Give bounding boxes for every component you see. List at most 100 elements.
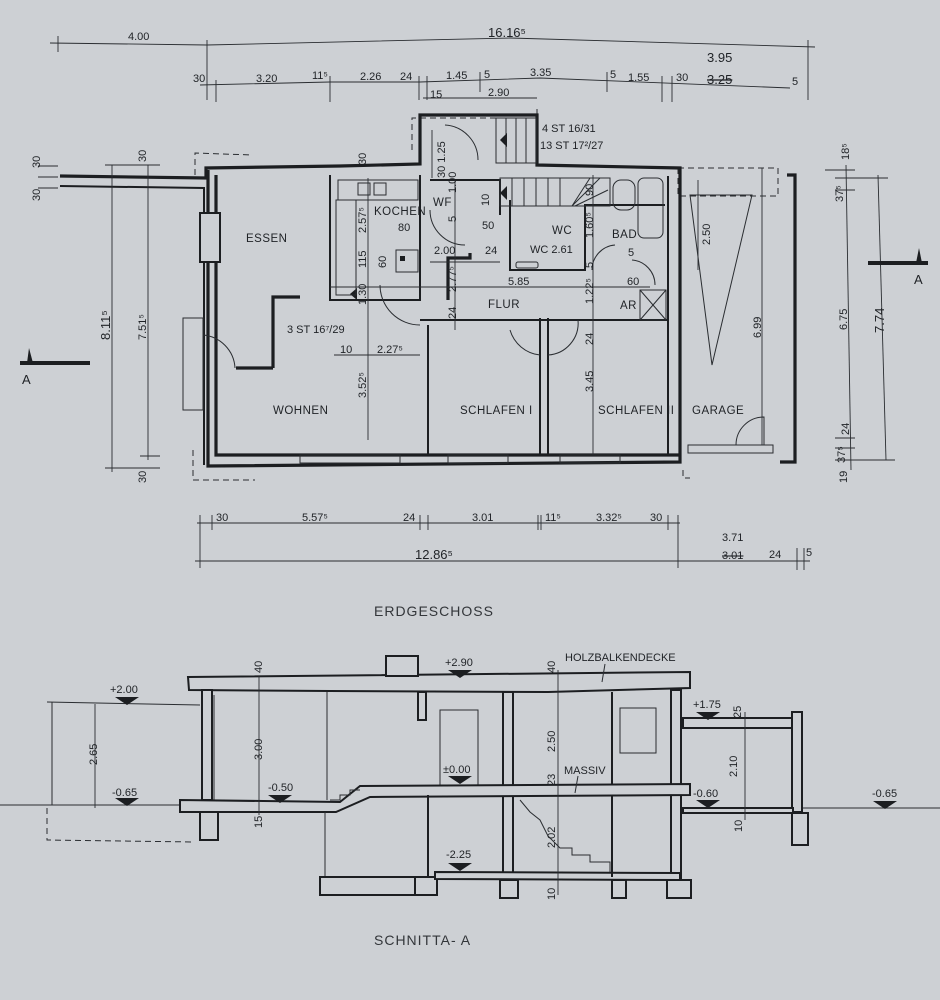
room-labels: ESSEN WOHNEN KOCHEN WF WC BAD FLUR AR SC… — [246, 197, 744, 417]
dim-text: 40 — [546, 661, 558, 673]
dim-text: 3.45 — [584, 371, 596, 392]
dim-text: 2.50 — [546, 731, 558, 752]
section-marker-right: A — [868, 248, 928, 287]
dim-text: 37⁵ — [836, 446, 848, 463]
dim-text: 60 — [377, 256, 389, 268]
dim-text: 23 — [546, 774, 558, 786]
level-label: -0.60 — [693, 788, 718, 800]
dim-text: 4.00 — [128, 31, 149, 43]
dim-text: 5 — [447, 216, 459, 222]
dim-text: 24 — [485, 245, 497, 257]
dim-text-struck: 3.25 — [707, 72, 732, 87]
dim-text: 5 — [792, 76, 798, 88]
dim-text: 5 — [806, 547, 812, 559]
dim-text: 40 — [253, 661, 265, 673]
dim-text: 30 — [137, 471, 149, 483]
room-label-garage: GARAGE — [692, 405, 744, 417]
dim-text: 12.86⁵ — [415, 547, 453, 562]
dim-text: 10 — [340, 344, 352, 356]
note-massiv: MASSIV — [564, 765, 606, 777]
dim-text: 10 — [733, 820, 745, 832]
dim-text: 24 — [840, 423, 852, 435]
dim-text: 1.00 — [447, 172, 459, 193]
stair-note: 3 ST 16⁷/29 — [287, 324, 345, 336]
note-holzbalkendecke: HOLZBALKENDECKE — [565, 652, 676, 664]
right-dimensions: 18⁵ 37⁵ 6.75 7.74 24 37⁵ 19 — [825, 143, 895, 483]
walls — [59, 113, 797, 468]
level-label: ±0.00 — [443, 764, 470, 776]
section-title: SCHNITTA- A — [374, 932, 471, 948]
dim-text: 3.00 — [253, 739, 265, 760]
room-label-schlafen-1: SCHLAFEN I — [460, 405, 533, 417]
level-label: +2.90 — [445, 657, 473, 669]
dim-text: 2.50 — [701, 224, 713, 245]
bottom-dimensions: 30 5.57⁵ 24 3.01 11⁵ 3.32⁵ 30 12.86⁵ 3.7… — [195, 512, 812, 570]
dim-text: 1.22⁵ — [584, 278, 596, 304]
dim-text-wc-width: WC 2.61 — [530, 244, 573, 256]
room-label-bad: BAD — [612, 229, 637, 241]
dim-text: 5.57⁵ — [302, 512, 328, 524]
plan-title: ERDGESCHOSS — [374, 603, 494, 619]
dim-text: 3.71 — [722, 532, 743, 544]
left-dimensions: 30 30 30 8.11⁵ 7.51⁵ 30 — [31, 150, 160, 483]
dim-text: 30 — [193, 73, 205, 85]
dim-text: 5 — [610, 69, 616, 81]
dim-text: 2.65 — [88, 744, 100, 765]
dim-text: 7.74 — [872, 308, 887, 333]
level-label: +2.00 — [110, 684, 138, 696]
dim-text: 5.85 — [508, 276, 529, 288]
dim-text: 50 — [482, 220, 494, 232]
dim-text: 15 — [430, 89, 442, 101]
dim-text: 5 — [484, 69, 490, 81]
dim-text: 115 — [357, 250, 369, 268]
room-label-essen: ESSEN — [246, 233, 288, 245]
dim-text: 10 — [546, 888, 558, 900]
dim-text: 3.52⁵ — [357, 372, 369, 398]
dim-text: 24 — [400, 71, 412, 83]
room-label-ar: AR — [620, 300, 637, 312]
room-label-kochen: KOCHEN — [374, 206, 426, 218]
stair-note: 4 ST 16/31 — [542, 123, 596, 135]
dim-text: 25 — [732, 706, 744, 718]
level-label: -0.50 — [268, 782, 293, 794]
level-label: -0.65 — [872, 788, 897, 800]
dim-text: 24 — [769, 549, 781, 561]
section-drawing: +2.00 +2.90 +1.75 ±0.00 -0.65 -0.50 -0.6… — [0, 652, 940, 948]
dim-text: 2.27⁵ — [377, 344, 403, 356]
dim-text: 30 — [650, 512, 662, 524]
dim-text: 30 — [31, 189, 43, 201]
dim-text: 2.57⁵ — [357, 207, 369, 233]
dim-text: 3.35 — [530, 67, 551, 79]
dim-text: 24 — [584, 333, 596, 345]
dim-text: 3.95 — [707, 50, 732, 65]
dim-text: 18⁵ — [840, 143, 852, 160]
dim-text: 60 — [627, 276, 639, 288]
section-dimensions: 40 40 2.65 3.00 2.50 25 2.10 23 15 10 2.… — [88, 661, 746, 900]
dim-text: 30 — [216, 512, 228, 524]
dim-text: 30 — [676, 72, 688, 84]
dim-text: 11⁵ — [545, 512, 561, 524]
level-label: -0.65 — [112, 787, 137, 799]
stairs — [350, 117, 611, 300]
dim-text: 37⁵ — [834, 185, 846, 202]
level-markers: +2.00 +2.90 +1.75 ±0.00 -0.65 -0.50 -0.6… — [110, 657, 897, 871]
dim-text: 90 — [584, 184, 596, 196]
section-marker-label: A — [914, 272, 923, 287]
dim-text: 15 — [253, 816, 265, 828]
dim-text: 30 — [31, 156, 43, 168]
dim-text: 5 — [584, 262, 596, 268]
door-swings — [202, 124, 765, 446]
dim-text: 80 — [398, 222, 410, 234]
dim-text: 11⁵ — [312, 70, 328, 82]
dim-text: 2.00 — [434, 245, 455, 257]
top-dimensions: 4.00 16.16⁵ 30 3.20 11⁵ 2.26 24 1.45 5 3… — [49, 25, 816, 102]
dim-text: 24 — [447, 307, 459, 319]
interior-dimensions: 30 1.25 1.00 10 2.57⁵ 80 5 50 2.00 24 11… — [330, 130, 764, 455]
fixtures — [335, 177, 753, 366]
dim-text: 3.01 — [472, 512, 493, 524]
dim-text: 1.45 — [446, 70, 467, 82]
dim-text: 2.77⁵ — [447, 266, 459, 292]
dim-text: 19 — [838, 471, 850, 483]
dim-text: 30 — [357, 153, 369, 165]
